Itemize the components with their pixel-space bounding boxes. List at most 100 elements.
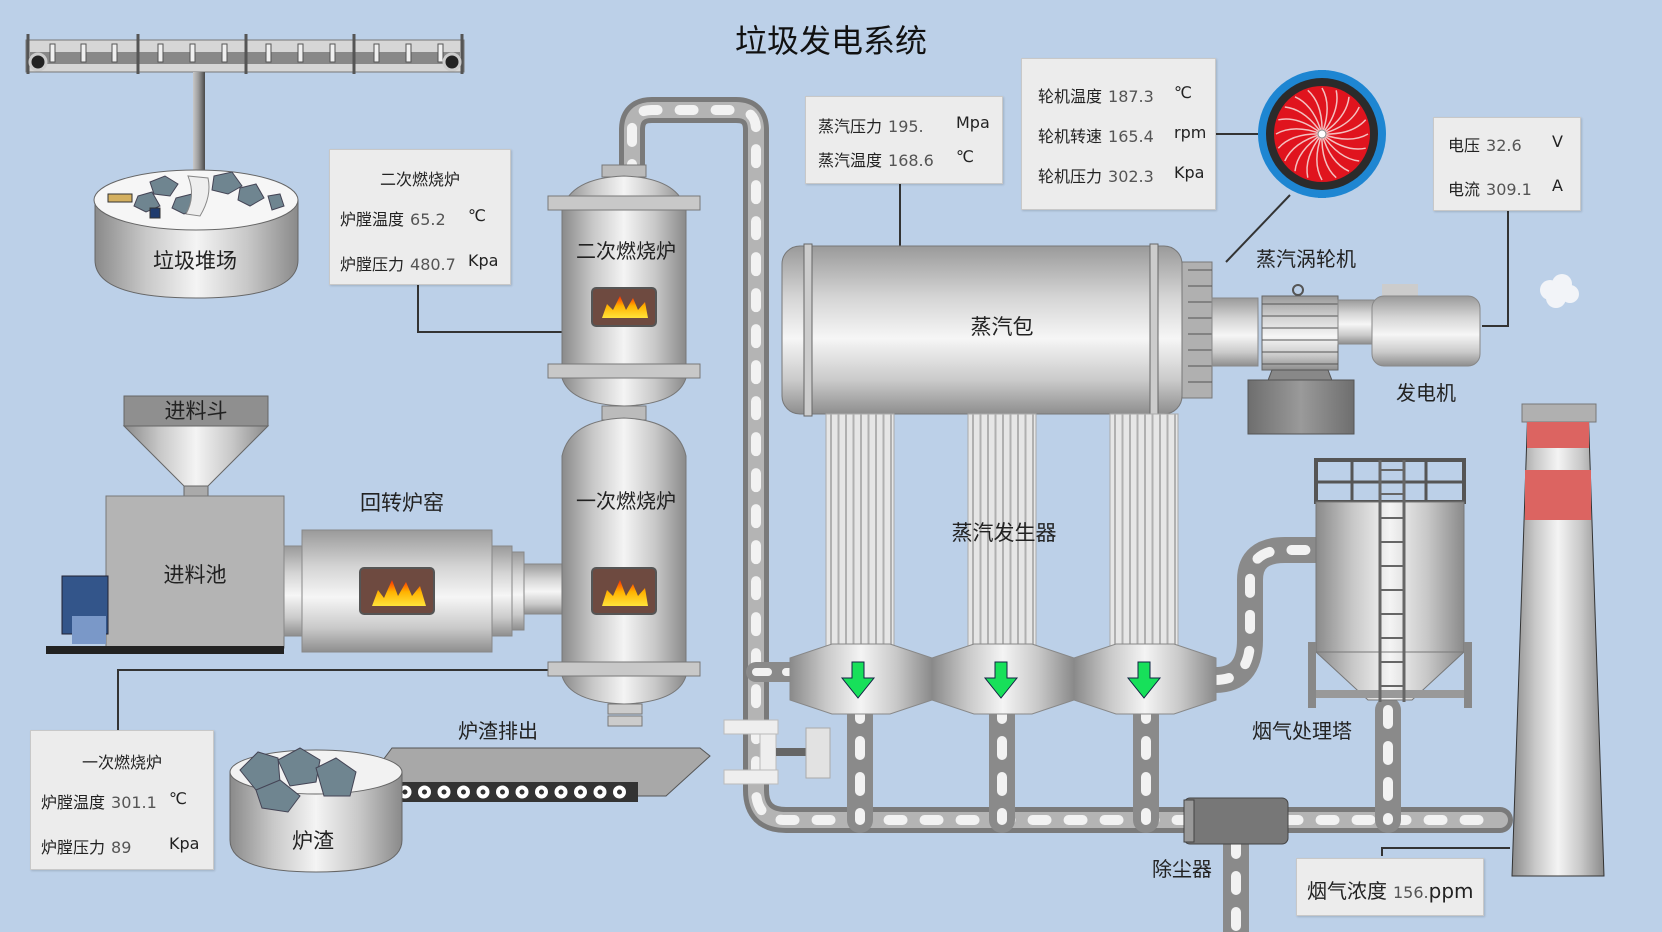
voltage-row: 电压 32.6 xyxy=(1448,132,1522,156)
steam-generator xyxy=(825,413,1179,647)
unit: Kpa xyxy=(468,251,499,270)
valve xyxy=(723,719,831,785)
panel-title: 一次燃烧炉 xyxy=(81,753,162,772)
roller-hub xyxy=(519,789,525,795)
steam-turbine xyxy=(1211,284,1394,435)
fan-blade xyxy=(1321,133,1369,140)
fan-blade xyxy=(1306,133,1323,178)
turbine-speed-value: 165.4 xyxy=(1108,127,1154,146)
voltage-value: 32.6 xyxy=(1486,136,1522,155)
unit: Kpa xyxy=(1174,163,1205,182)
turbine-pressure-row: 轮机压力 302.3 xyxy=(1038,163,1154,187)
label-slag: 炉渣 xyxy=(292,829,334,853)
roller-hub xyxy=(441,789,447,795)
unit: rpm xyxy=(1174,123,1207,142)
chimney xyxy=(1511,403,1605,877)
current-value: 309.1 xyxy=(1486,180,1532,199)
fan-blade xyxy=(1316,133,1323,181)
steam-pressure-value: 195. xyxy=(888,117,924,136)
unit: ℃ xyxy=(956,147,974,166)
unit: ℃ xyxy=(468,206,486,225)
label-rotary-kiln: 回转炉窑 xyxy=(360,491,444,515)
label-generator: 发电机 xyxy=(1396,381,1456,405)
turbine-temp-value: 187.3 xyxy=(1108,87,1154,106)
roller-hub xyxy=(617,789,622,795)
flue-gas-value: 156. xyxy=(1393,883,1429,902)
feed-pool xyxy=(46,495,285,654)
generator xyxy=(1371,284,1481,367)
unit: ppm xyxy=(1428,879,1474,903)
fan-blade xyxy=(1321,133,1360,162)
turbine-pressure-value: 302.3 xyxy=(1108,167,1154,186)
panel-generator: 电压 32.6 V 电流 309.1 A xyxy=(1433,117,1581,211)
primary-furnace xyxy=(547,405,701,727)
label-steam-drum: 蒸汽包 xyxy=(971,315,1034,339)
panel-flue-gas: 烟气浓度 156.ppm xyxy=(1296,858,1484,916)
flue-gas-row: 烟气浓度 156.ppm xyxy=(1307,875,1474,904)
fan-blade xyxy=(1307,89,1323,135)
row-label: 炉膛压力 xyxy=(340,255,405,274)
flue-gas-tower xyxy=(1308,458,1472,708)
unit: Mpa xyxy=(956,113,990,132)
roller-hub xyxy=(539,789,544,795)
unit: A xyxy=(1552,176,1563,195)
roller-hub xyxy=(500,789,505,795)
furnace-pressure-value: 89 xyxy=(111,838,132,857)
unit: ℃ xyxy=(1174,83,1192,102)
fan-blade xyxy=(1321,90,1338,135)
label-steam-turbine: 蒸汽涡轮机 xyxy=(1256,247,1356,271)
row-label: 炉膛温度 xyxy=(41,793,106,812)
unit: V xyxy=(1552,132,1563,151)
row-label: 轮机温度 xyxy=(1038,87,1103,106)
label-slag-discharge: 炉渣排出 xyxy=(458,719,538,743)
flame-icon xyxy=(602,296,648,318)
fan-blade xyxy=(1277,133,1323,149)
unit: Kpa xyxy=(169,834,200,853)
garbage-yard xyxy=(93,169,299,299)
furnace-pressure-row: 炉膛压力 480.7 xyxy=(340,251,456,275)
overhead-crane xyxy=(25,34,465,182)
fan-blade xyxy=(1321,119,1367,135)
row-label: 电压 xyxy=(1448,136,1481,155)
slag-conveyor xyxy=(355,747,711,802)
furnace-temp-value: 65.2 xyxy=(410,210,446,229)
roller-hub xyxy=(461,789,466,795)
current-row: 电流 309.1 xyxy=(1448,176,1532,200)
roller-hub xyxy=(578,789,583,795)
steam-temp-value: 168.6 xyxy=(888,151,934,170)
panel-title: 二次燃烧炉 xyxy=(379,170,460,189)
label-secondary-furnace: 二次燃烧炉 xyxy=(576,239,676,263)
furnace-pressure-value: 480.7 xyxy=(410,255,456,274)
flow-arrow-down-icon xyxy=(1126,661,1162,699)
row-label: 烟气浓度 xyxy=(1307,879,1387,903)
roller-hub xyxy=(558,789,564,795)
steam-pressure-row: 蒸汽压力 195. xyxy=(818,113,924,137)
row-label: 蒸汽压力 xyxy=(818,117,883,136)
label-dust-collector: 除尘器 xyxy=(1152,857,1212,881)
flame-icon xyxy=(372,580,426,606)
row-label: 轮机压力 xyxy=(1038,167,1103,186)
unit: ℃ xyxy=(169,789,187,808)
fan-blade xyxy=(1321,133,1366,150)
fan-blade xyxy=(1321,133,1350,172)
fan-blade xyxy=(1321,96,1350,135)
row-label: 电流 xyxy=(1448,180,1481,199)
dust-collector xyxy=(1183,797,1289,845)
label-flue-gas-tower: 烟气处理塔 xyxy=(1252,719,1352,743)
flame-icon xyxy=(602,580,648,606)
roller-hub xyxy=(402,789,408,795)
fan-blade xyxy=(1321,133,1337,179)
fan-blade xyxy=(1284,133,1323,162)
turbine-fan xyxy=(1258,70,1386,198)
signal-lines xyxy=(117,133,1510,856)
steam-drum xyxy=(781,243,1213,417)
steam-generator-headers xyxy=(789,643,1217,715)
label-steam-generator: 蒸汽发生器 xyxy=(952,521,1057,545)
fan-blade xyxy=(1284,106,1323,135)
row-label: 炉膛压力 xyxy=(41,838,106,857)
